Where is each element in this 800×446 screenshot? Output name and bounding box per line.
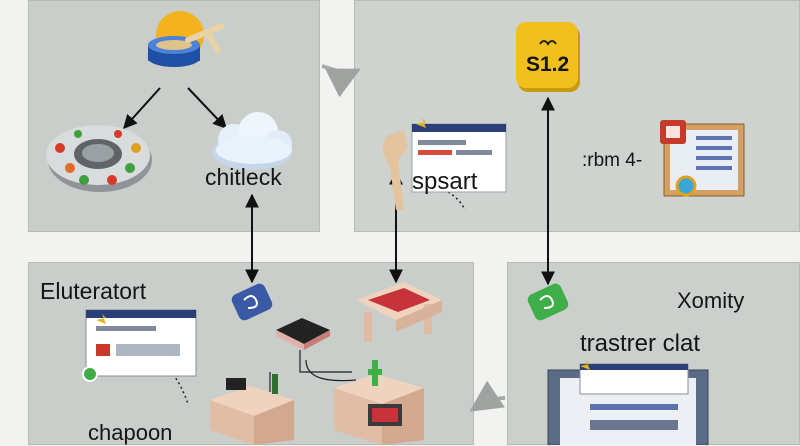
label-s12: S1.2: [526, 53, 570, 76]
label-xomity: Xomity: [677, 288, 745, 313]
label-spsart: spsart: [412, 168, 478, 195]
desk-icon: [210, 374, 294, 445]
cable-lines: [269, 350, 357, 392]
arrow-gray-bottom: [469, 380, 506, 412]
label-rbm4: :rbm 4-: [582, 150, 643, 171]
arrow-gray-top: [321, 64, 361, 98]
device-icon: [276, 318, 330, 350]
label-chapoon: chapoon: [88, 420, 173, 445]
screen-panel-icon: [547, 360, 709, 445]
arrow-pot-to-cloud: [187, 87, 227, 130]
green-chip-icon: [527, 283, 569, 321]
s12-badge: [516, 22, 580, 92]
arrow-pot-to-dial: [123, 87, 161, 130]
connector-arrows: [123, 64, 555, 412]
computer-desk-icon: [334, 360, 424, 445]
book-desk-icon: [356, 282, 442, 342]
label-trastrer-clat: trastrer clat: [580, 330, 701, 357]
label-chitleck: chitleck: [205, 164, 282, 190]
label-eluteratort: Eluteratort: [40, 278, 147, 304]
form-window-icon: [660, 120, 745, 197]
window-card-icon: [382, 118, 507, 210]
tab-window-icon: [82, 309, 197, 382]
dial-panel-icon: [46, 125, 152, 192]
pot-icon: [148, 11, 225, 67]
dotted-line-left: [169, 369, 189, 405]
cloud-icon: [212, 112, 292, 170]
blue-chip-icon: [231, 283, 273, 321]
